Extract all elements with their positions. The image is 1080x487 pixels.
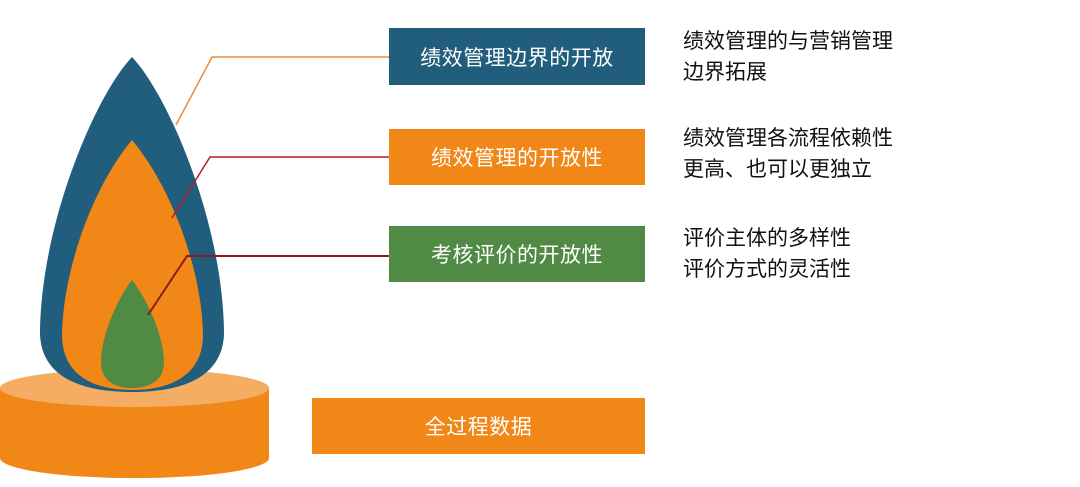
evaluation-openness-label: 考核评价的开放性: [431, 243, 603, 267]
leader-line-boundary: [175, 56, 389, 126]
performance-openness-box: 绩效管理的开放性: [389, 129, 645, 185]
leader-line-eval: [147, 255, 389, 316]
boundary-openness-box: 绩效管理边界的开放: [389, 28, 645, 85]
leader-line-openness: [171, 156, 389, 219]
description-line: 绩效管理各流程依赖性: [683, 126, 893, 150]
evaluation-openness-box: 考核评价的开放性: [389, 226, 645, 282]
inner-flame: [101, 280, 164, 388]
description-line: 评价方式的灵活性: [683, 257, 851, 281]
description-line: 绩效管理的与营销管理: [683, 29, 893, 53]
performance-openness-label: 绩效管理的开放性: [431, 146, 603, 170]
base-cylinder-body: [0, 388, 269, 479]
full-process-data-box: 全过程数据: [312, 398, 645, 454]
description-line: 边界拓展: [683, 60, 767, 84]
boundary-description: 绩效管理的与营销管理 边界拓展: [683, 26, 893, 88]
description-line: 更高、也可以更独立: [683, 157, 872, 181]
openness-description: 绩效管理各流程依赖性 更高、也可以更独立: [683, 123, 893, 185]
full-process-data-label: 全过程数据: [424, 415, 533, 439]
middle-flame: [62, 140, 203, 390]
evaluation-description: 评价主体的多样性 评价方式的灵活性: [683, 223, 851, 285]
description-line: 评价主体的多样性: [683, 226, 851, 250]
boundary-openness-label: 绩效管理边界的开放: [420, 45, 614, 70]
